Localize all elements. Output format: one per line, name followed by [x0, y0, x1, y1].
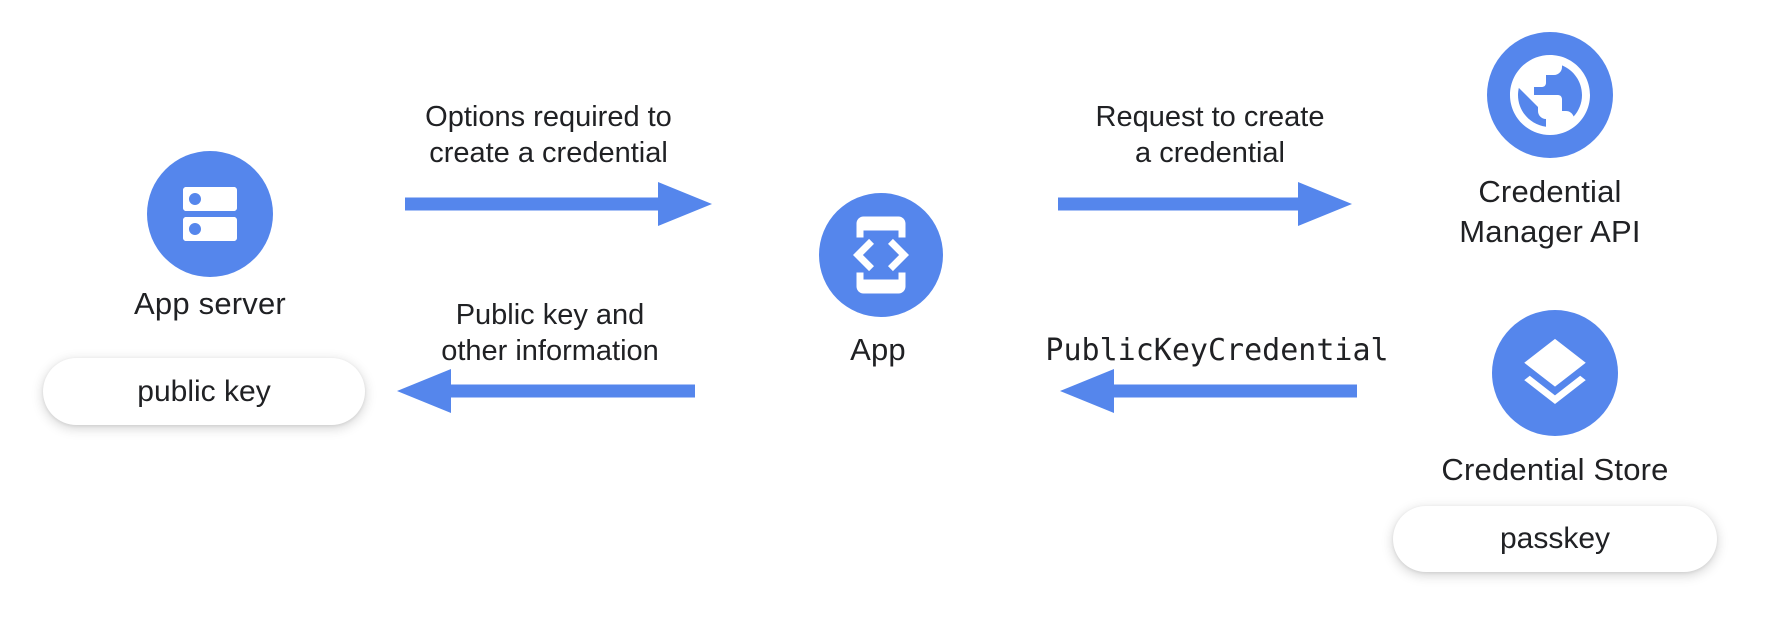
app-label: App [850, 332, 906, 367]
public-key-arrow-left [397, 368, 695, 414]
request-arrow-label: Request to create a credential [1095, 101, 1325, 169]
credential-store-node [1492, 310, 1618, 436]
phone-code-icon [839, 213, 923, 297]
options-arrow-label: Options required to create a credential [425, 101, 672, 169]
public-key-badge-text: public key [137, 374, 271, 408]
public-key-arrow-label: Public key and other information [441, 299, 659, 367]
passkey-badge-text: passkey [1499, 522, 1611, 555]
layers-icon [1514, 332, 1596, 414]
request-arrow-right [1058, 181, 1352, 227]
credential-store-label: Credential Store [1441, 452, 1669, 487]
globe-icon [1502, 47, 1598, 143]
server-icon [174, 178, 246, 250]
app-server-node [147, 151, 273, 277]
publickeycredential-arrow-label: PublicKeyCredential [1045, 333, 1389, 368]
passkey-badge: passkey [1393, 506, 1717, 572]
options-arrow-right [405, 181, 712, 227]
credential-manager-api-label: Credential Manager API [1459, 174, 1641, 249]
public-key-badge: public key [43, 358, 365, 425]
credential-manager-api-node [1487, 32, 1613, 158]
publickeycredential-arrow-left [1060, 368, 1357, 414]
app-node [819, 193, 943, 317]
app-server-label: App server [134, 286, 286, 321]
